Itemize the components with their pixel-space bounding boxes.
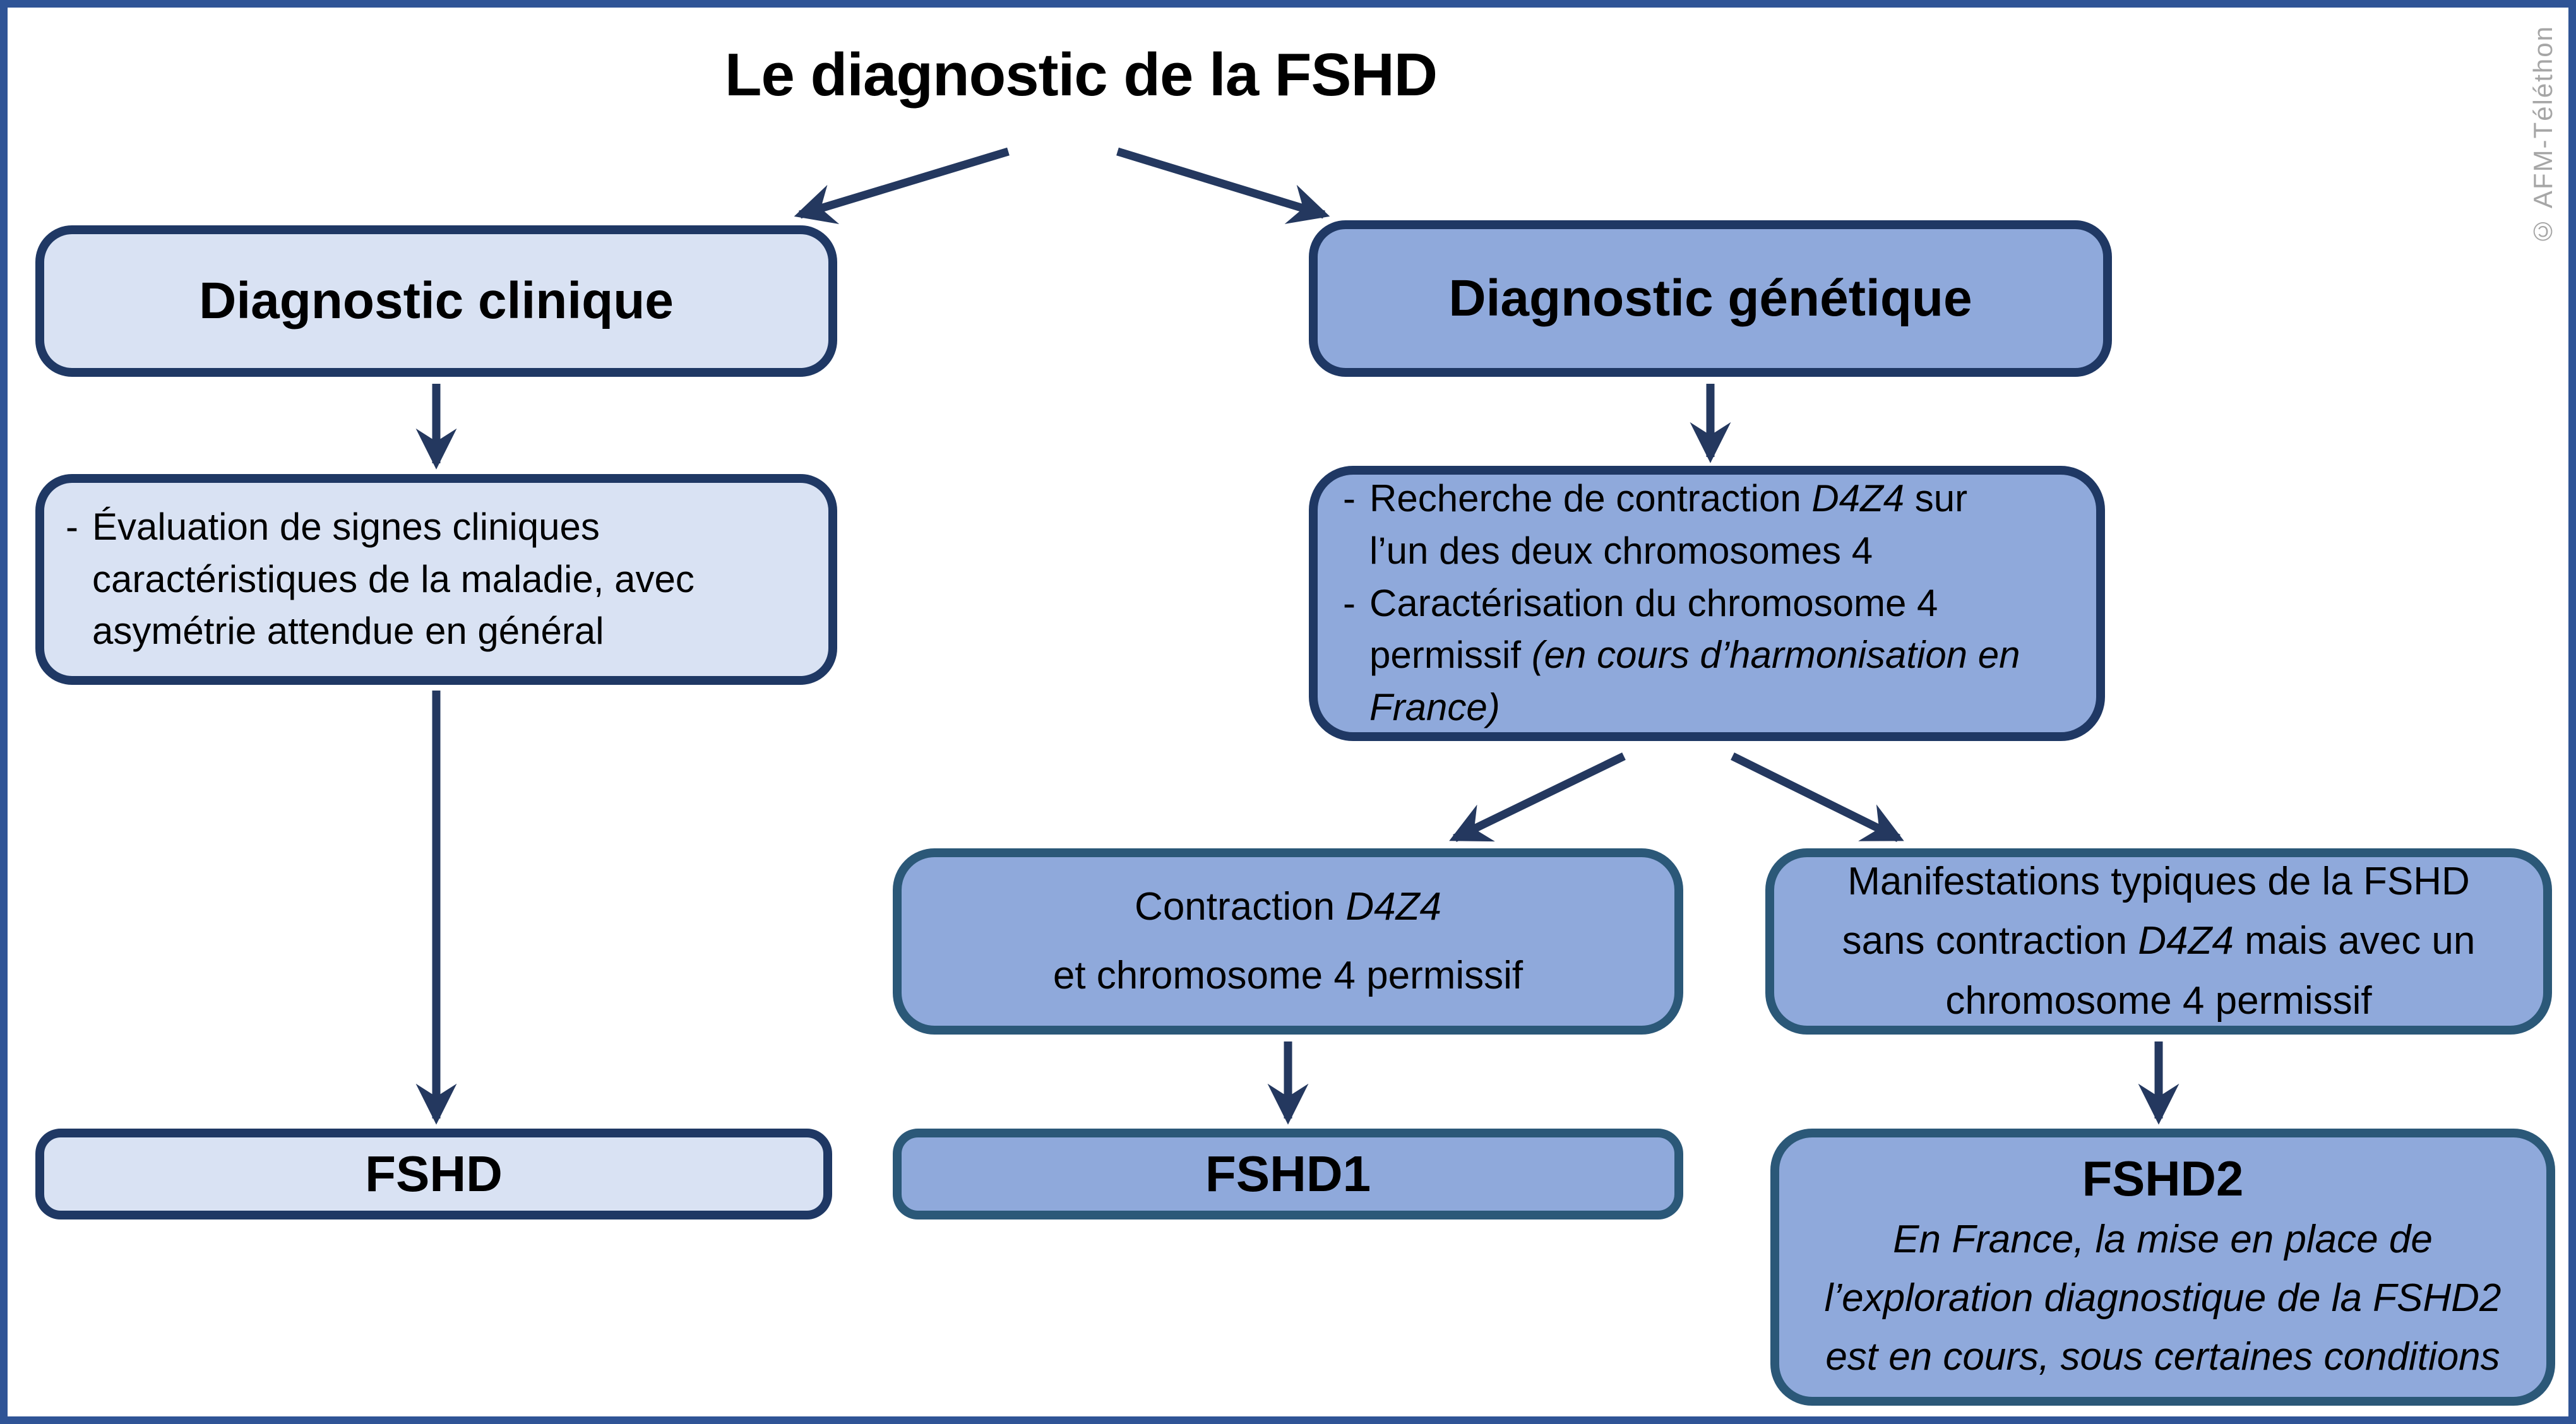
box-manifestations-typiques: Manifestations typiques de la FSHD sans … — [1765, 848, 2552, 1035]
fshd2-note: En France, la mise en place de l’explora… — [1824, 1217, 2501, 1379]
page-title: Le diagnostic de la FSHD — [724, 41, 1438, 109]
list-dash: - — [66, 505, 78, 548]
box-diagnostic-clinique: Diagnostic clinique — [35, 225, 837, 377]
box-result-fshd1: FSHD1 — [893, 1129, 1683, 1219]
manifestations-text: Manifestations typiques de la FSHD sans … — [1842, 860, 2476, 1023]
arrow-title-to-genetique — [1116, 147, 1330, 224]
box-contraction-d4z4: Contraction D4Z4 et chromosome 4 permiss… — [893, 848, 1683, 1035]
box-result-fshd: FSHD — [35, 1129, 832, 1219]
genetique-header-label: Diagnostic génétique — [1448, 270, 1972, 327]
recherche-item-1-text: Recherche de contraction D4Z4 sur l’un d… — [1369, 477, 1968, 572]
clinique-header-label: Diagnostic clinique — [199, 272, 674, 329]
fshd2-label: FSHD2 — [2082, 1151, 2244, 1207]
arrow-detail-to-contraction — [1449, 752, 1626, 842]
recherche-item-1: - Recherche de contraction D4Z4 sur l’un… — [1343, 473, 2077, 578]
recherche-item-2-text: Caractérisation du chromosome 4 permissi… — [1369, 581, 2020, 729]
list-dash: - — [1343, 581, 1356, 624]
recherche-item-2: - Caractérisation du chromosome 4 permis… — [1343, 578, 2077, 734]
box-evaluation-clinique: - Évaluation de signes cliniques caracté… — [35, 474, 837, 685]
arrow-detail-to-manifestations — [1731, 752, 1904, 842]
contraction-text: Contraction D4Z4 et chromosome 4 permiss… — [1052, 885, 1524, 997]
box-recherche-genetique: - Recherche de contraction D4Z4 sur l’un… — [1309, 466, 2105, 741]
fshd-label: FSHD — [365, 1146, 503, 1202]
list-dash: - — [1343, 477, 1356, 520]
box-diagnostic-genetique: Diagnostic génétique — [1309, 220, 2112, 377]
copyright-watermark: © AFM-Téléthon — [2528, 25, 2558, 247]
fshd1-label: FSHD1 — [1205, 1146, 1371, 1202]
box-result-fshd2: FSHD2 En France, la mise en place de l’e… — [1770, 1129, 2555, 1406]
evaluation-text: Évaluation de signes cliniques caractéri… — [92, 505, 695, 653]
evaluation-item: - Évaluation de signes cliniques caracté… — [66, 501, 809, 658]
arrow-title-to-clinique — [794, 147, 1010, 225]
